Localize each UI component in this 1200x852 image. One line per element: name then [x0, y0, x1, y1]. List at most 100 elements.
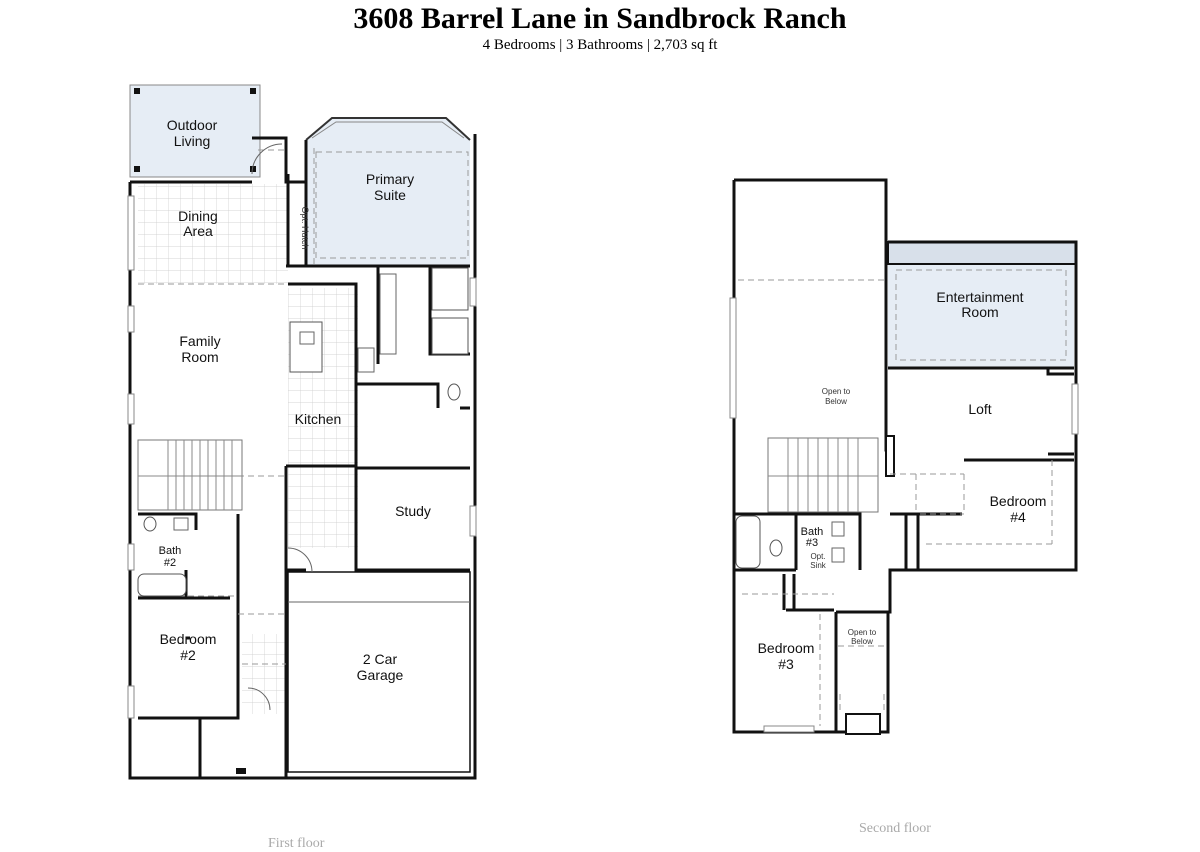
svg-text:Below: Below — [851, 637, 873, 646]
bath-sink-icon — [173, 517, 189, 531]
svg-text:Open to: Open to — [848, 628, 877, 637]
window — [729, 297, 737, 419]
svg-text:Living: Living — [174, 133, 211, 149]
svg-text:Bath: Bath — [159, 545, 182, 557]
toilet-icon — [769, 539, 783, 557]
door-swing — [287, 547, 313, 573]
room-label-open-to-below: Open to Below — [822, 387, 851, 406]
outdoor-living-area — [129, 84, 261, 178]
door-swing — [247, 687, 271, 711]
staircase — [137, 439, 243, 511]
svg-text:#2: #2 — [180, 647, 196, 663]
svg-text:Opt.: Opt. — [810, 552, 825, 561]
svg-text:Bedroom: Bedroom — [758, 640, 815, 656]
window — [127, 305, 135, 333]
first-floor-label: First floor — [268, 836, 325, 851]
window — [1071, 383, 1079, 435]
loft-pillar — [885, 435, 895, 477]
entry-tile — [242, 634, 288, 714]
bathtub-icon — [137, 573, 187, 597]
roof-band — [887, 241, 1077, 265]
room-label-bath-3: Bath #3 — [801, 526, 824, 549]
primary-shower — [431, 317, 469, 355]
label-opt-hutch: Opt. Hutch — [300, 206, 310, 249]
svg-text:Suite: Suite — [374, 187, 406, 203]
bay-window — [305, 117, 471, 141]
patio-post — [250, 166, 256, 172]
room-label-open-to-below: Open to Below — [848, 628, 877, 646]
bathtub-icon — [735, 515, 761, 569]
patio-post — [134, 166, 140, 172]
room-label-kitchen: Kitchen — [295, 411, 342, 427]
room-label-primary-suite: Primary Suite — [366, 171, 414, 203]
svg-text:Primary: Primary — [366, 171, 414, 187]
window — [845, 713, 881, 735]
first-floor-plan: Outdoor Living Primary Suite Dining Area… — [127, 84, 477, 780]
dining-tile — [138, 184, 288, 284]
svg-text:Bedroom: Bedroom — [160, 631, 217, 647]
room-label-bedroom-4: Bedroom #4 — [990, 493, 1047, 525]
svg-text:#2: #2 — [164, 557, 176, 569]
page-subtitle: 4 Bedrooms | 3 Bathrooms | 2,703 sq ft — [482, 37, 718, 53]
kitchen-island — [289, 321, 323, 373]
door-swing — [251, 143, 283, 175]
cooktop-icon — [357, 347, 375, 373]
room-label-loft: Loft — [968, 401, 991, 417]
window — [127, 393, 135, 425]
svg-text:Garage: Garage — [357, 667, 404, 683]
room-label-garage: 2 Car Garage — [357, 651, 404, 683]
toilet-icon — [447, 383, 461, 401]
staircase — [767, 437, 879, 513]
primary-bath-tub — [431, 267, 469, 311]
entertainment-room-area — [888, 264, 1074, 368]
window — [127, 195, 135, 271]
opt-sink-icon — [831, 547, 845, 563]
interior-walls — [734, 366, 1074, 732]
svg-text:Room: Room — [961, 304, 998, 320]
entertainment-room-ceiling — [895, 269, 1067, 361]
svg-text:Entertainment: Entertainment — [936, 289, 1023, 305]
bay-window-inner — [311, 121, 465, 139]
svg-text:Room: Room — [181, 349, 218, 365]
room-label-opt-sink: Opt. Sink — [810, 552, 827, 570]
room-label-outdoor-living: Outdoor Living — [167, 117, 218, 149]
sink-icon — [299, 331, 315, 345]
primary-suite-area — [306, 118, 470, 266]
garage-outline — [287, 571, 471, 773]
patio-post — [134, 88, 140, 94]
vanity — [379, 273, 397, 355]
svg-text:Outdoor: Outdoor — [167, 117, 218, 133]
second-floor-plan: Open to Below Entertainment Room Loft Be… — [729, 178, 1079, 735]
interior-walls — [138, 174, 470, 778]
svg-text:2 Car: 2 Car — [363, 651, 398, 667]
window — [469, 277, 477, 307]
dashed-lines — [738, 279, 1054, 726]
svg-text:Below: Below — [825, 397, 847, 406]
primary-suite-ceiling — [315, 151, 469, 259]
second-floor-label: Second floor — [859, 821, 931, 836]
room-label-dining-area: Dining Area — [178, 208, 218, 239]
front-step — [236, 768, 246, 774]
bath-sink-icon — [831, 521, 845, 537]
svg-text:Bath: Bath — [801, 526, 824, 538]
svg-text:Open to: Open to — [822, 387, 851, 396]
room-label-bedroom-2: Bedroom #2 — [160, 631, 217, 663]
svg-text:Dining: Dining — [178, 208, 218, 224]
svg-text:Family: Family — [179, 333, 220, 349]
svg-text:Bedroom: Bedroom — [990, 493, 1047, 509]
room-label-entertainment-room: Entertainment Room — [936, 289, 1023, 320]
svg-text:#3: #3 — [778, 656, 794, 672]
window — [763, 725, 815, 733]
window — [127, 543, 135, 571]
window — [469, 505, 477, 537]
room-label-family-room: Family Room — [179, 333, 220, 365]
room-label-bath-2: Bath #2 — [159, 545, 182, 569]
svg-text:#3: #3 — [806, 537, 818, 549]
room-label-study: Study — [395, 503, 431, 519]
patio-post — [250, 88, 256, 94]
svg-text:#4: #4 — [1010, 509, 1026, 525]
exterior-walls — [128, 134, 477, 780]
window — [127, 685, 135, 719]
svg-text:Sink: Sink — [810, 561, 827, 570]
toilet-icon — [143, 516, 157, 532]
